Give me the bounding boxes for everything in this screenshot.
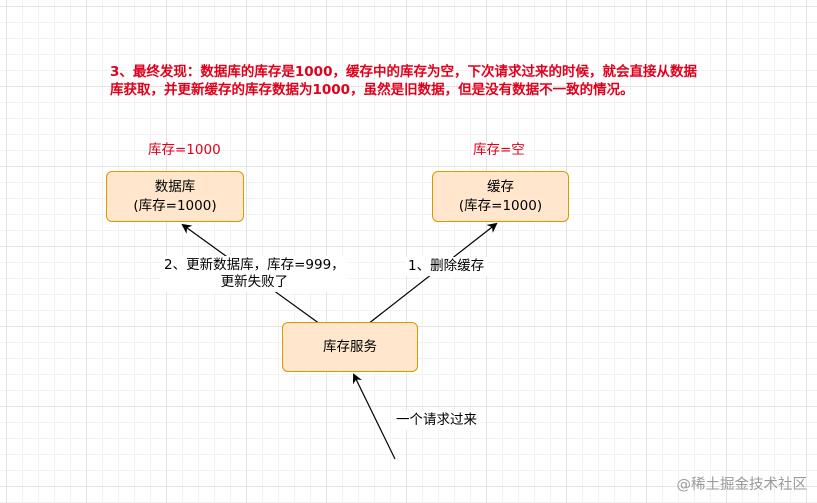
cache-node-stock: (库存=1000): [458, 197, 543, 214]
database-node-stock: (库存=1000): [133, 197, 217, 214]
final-finding-note: 3、最终发现：数据库的库存是1000，缓存中的库存为空，下次请求过来的时候，就会…: [110, 64, 697, 98]
database-node-title: 数据库: [154, 178, 196, 195]
edge-request-to-service: [353, 373, 396, 460]
cache-node[interactable]: 缓存 (库存=1000): [432, 171, 569, 222]
watermark: @稀土掘金技术社区: [676, 477, 808, 493]
request-edge-label: 一个请求过来: [393, 411, 480, 430]
cache-stock-label: 库存=空: [473, 142, 525, 158]
database-stock-label: 库存=1000: [148, 142, 221, 158]
delete-cache-edge-label: 1、删除缓存: [405, 257, 488, 276]
database-node[interactable]: 数据库 (库存=1000): [106, 171, 244, 222]
update-database-edge-label: 2、更新数据库，库存=999， 更新失败了: [160, 256, 349, 292]
update-database-edge-label-line2: 更新失败了: [220, 274, 289, 290]
update-database-edge-label-line1: 2、更新数据库，库存=999，: [164, 257, 345, 273]
stock-service-node[interactable]: 库存服务: [282, 322, 418, 372]
stock-service-node-label: 库存服务: [323, 338, 377, 355]
cache-node-title: 缓存: [487, 178, 514, 195]
